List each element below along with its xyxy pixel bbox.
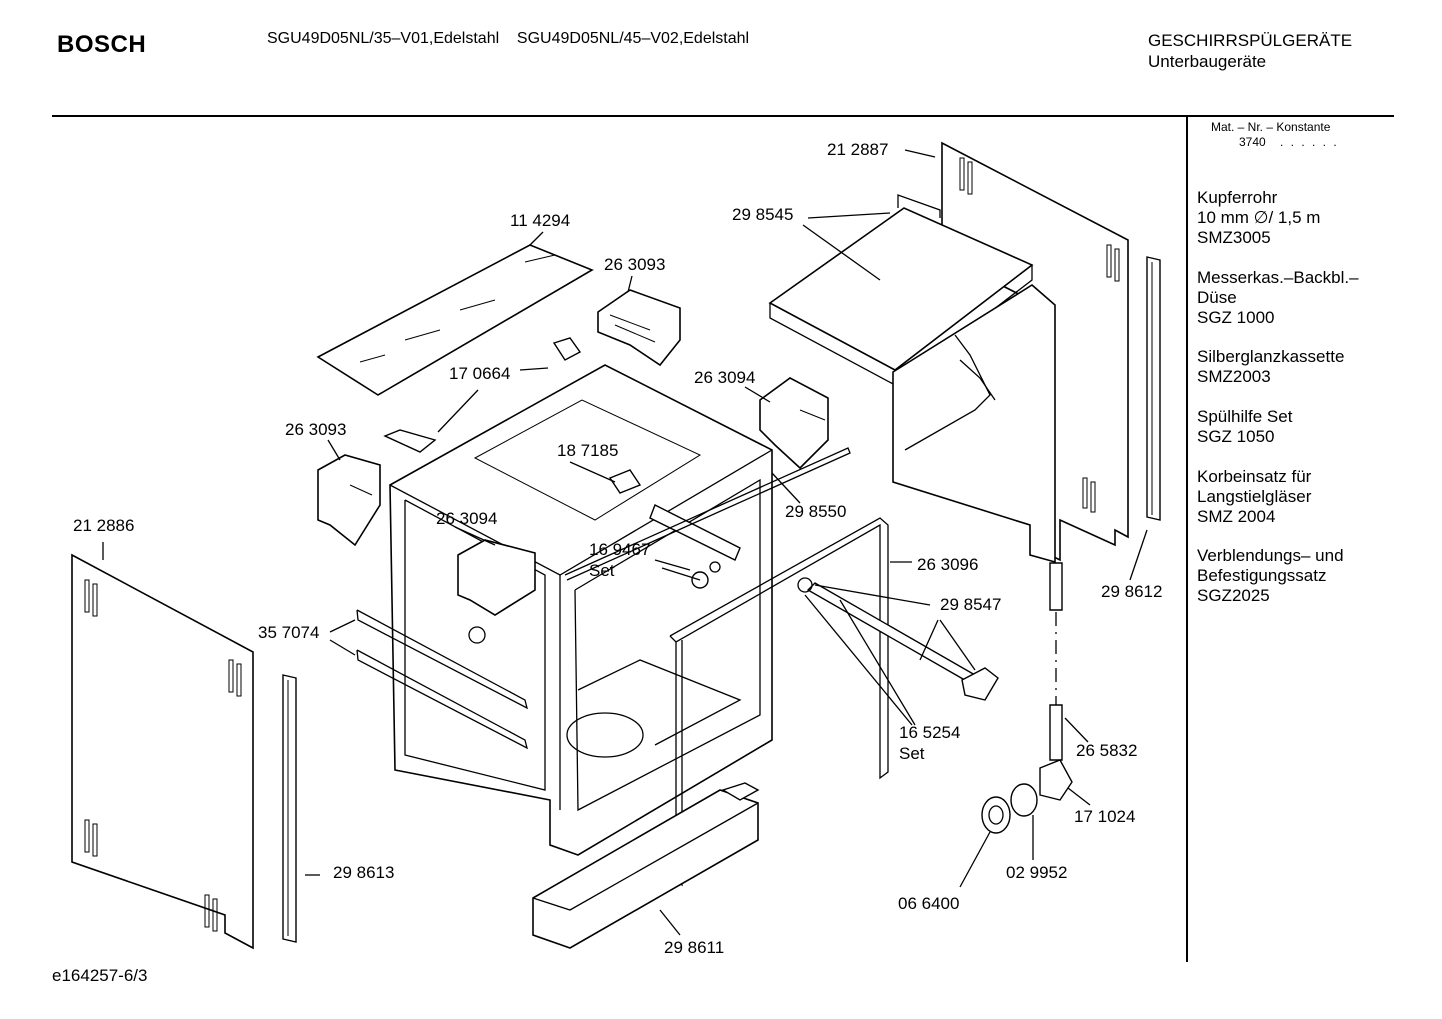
bracket-upper-left <box>317 454 381 547</box>
kick-plate <box>532 782 760 949</box>
brand-logo: BOSCH <box>57 31 147 58</box>
header-divider <box>52 115 1394 117</box>
left-side-panel <box>71 553 254 950</box>
drain-connector <box>981 759 1073 834</box>
accessory-line: Düse <box>1197 288 1237 307</box>
accessory-code: SMZ 2004 <box>1197 507 1276 526</box>
cover-block-right <box>759 377 829 470</box>
part-label: 26 3094 <box>694 368 756 387</box>
part-label: 26 3094 <box>436 509 498 528</box>
accessory-line: Kupferrohr <box>1197 188 1278 207</box>
leader-lines <box>102 149 1148 936</box>
sidebar-divider <box>1186 115 1188 962</box>
category-title: GESCHIRRSPÜLGERÄTE <box>1148 31 1353 50</box>
accessory-line: Messerkas.–Backbl.– <box>1197 268 1359 287</box>
sidebar-heading: Mat. – Nr. – Konstante <box>1211 120 1331 134</box>
accessory-item: Silberglanzkassette SMZ2003 <box>1197 347 1344 387</box>
part-label: 26 5832 <box>1076 741 1138 760</box>
part-label: Set <box>589 561 615 580</box>
part-label: 16 5254 <box>899 723 961 742</box>
drain-hose <box>1049 562 1063 761</box>
spray-arm-tube <box>797 577 999 701</box>
cover-block-left <box>457 539 536 644</box>
part-label: 35 7074 <box>258 623 320 642</box>
part-label: 17 1024 <box>1074 807 1136 826</box>
accessory-code: SMZ3005 <box>1197 228 1271 247</box>
accessory-line: Silberglanzkassette <box>1197 347 1345 366</box>
accessory-item: Kupferrohr 10 mm ∅/ 1,5 m SMZ3005 <box>1197 188 1320 248</box>
part-label: 29 8612 <box>1101 582 1163 601</box>
accessory-item: Spülhilfe Set SGZ 1050 <box>1197 407 1292 447</box>
accessory-line: 10 mm ∅/ 1,5 m <box>1197 208 1321 227</box>
part-label: 29 8545 <box>732 205 794 224</box>
part-label: 06 6400 <box>898 894 960 913</box>
accessory-line: Langstielgläser <box>1197 487 1312 506</box>
accessory-code: SGZ 1050 <box>1197 427 1275 446</box>
part-label: Set <box>899 744 925 763</box>
rear-wall <box>892 284 1056 564</box>
part-label: 11 4294 <box>510 211 571 230</box>
part-label: 21 2886 <box>73 516 135 535</box>
insulation-mat <box>316 244 594 396</box>
accessory-code: SMZ2003 <box>1197 367 1271 386</box>
part-label: 29 8613 <box>333 863 395 882</box>
part-label: 29 8611 <box>664 938 725 957</box>
part-label: 26 3093 <box>285 420 347 439</box>
sidebar-constant: 3740 <box>1239 135 1266 149</box>
accessory-line: Korbeinsatz für <box>1197 467 1312 486</box>
dishwasher-tub <box>389 364 773 856</box>
sidebar-dots: . . . . . . <box>1280 135 1339 149</box>
fixing-clip <box>383 337 582 453</box>
top-plate <box>768 194 1034 386</box>
accessory-line: Spülhilfe Set <box>1197 407 1293 426</box>
right-edge-strip <box>1146 256 1161 521</box>
model-numbers: SGU49D05NL/35–V01,Edelstahl SGU49D05NL/4… <box>267 30 750 47</box>
door-seal-upper <box>564 447 851 581</box>
accessory-line: Verblendungs– und <box>1197 546 1344 565</box>
accessory-line: Befestigungssatz <box>1197 566 1327 585</box>
part-label: 26 3096 <box>917 555 979 574</box>
part-label: 21 2887 <box>827 140 889 159</box>
part-label: 29 8550 <box>785 502 847 521</box>
category-subtitle: Unterbaugeräte <box>1148 52 1267 71</box>
accessory-item: Verblendungs– und Befestigungssatz SGZ20… <box>1197 546 1344 606</box>
left-edge-strip <box>282 674 297 943</box>
drawing-id: e164257-6/3 <box>52 966 148 985</box>
part-label: 18 7185 <box>557 441 619 460</box>
accessory-code: SGZ2025 <box>1197 586 1270 605</box>
exploded-view-drawing <box>71 141 1161 950</box>
part-label: 17 0664 <box>449 364 511 383</box>
part-label: 02 9952 <box>1006 863 1068 882</box>
accessory-code: SGZ 1000 <box>1197 308 1275 327</box>
guide-rails <box>356 609 528 750</box>
part-label: 16 9467 <box>589 540 651 559</box>
part-label: 26 3093 <box>604 255 666 274</box>
part-label: 29 8547 <box>940 595 1002 614</box>
bracket-upper-right <box>597 289 681 367</box>
accessory-item: Messerkas.–Backbl.– Düse SGZ 1000 <box>1197 268 1359 328</box>
accessory-item: Korbeinsatz für Langstielgläser SMZ 2004 <box>1197 467 1311 527</box>
